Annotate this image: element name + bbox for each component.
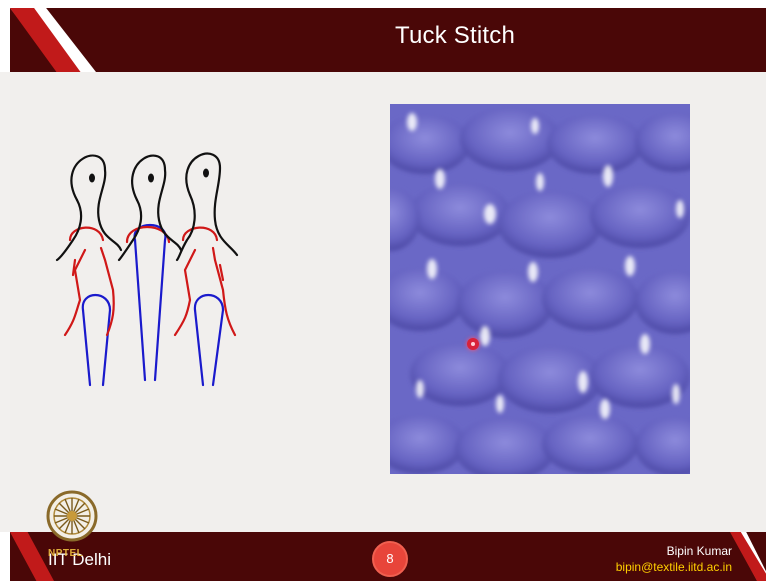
author-name: Bipin Kumar — [616, 543, 732, 559]
red-loop-row — [65, 227, 235, 335]
author-email: bipin@textile.iitd.ac.in — [616, 559, 732, 575]
footer-organization: NPTEL IIT Delhi — [48, 550, 111, 570]
laser-pointer-icon — [467, 338, 479, 350]
loop-dots — [89, 169, 209, 183]
knitted-fabric-image — [390, 104, 690, 474]
page-number-badge: 8 — [372, 541, 408, 577]
black-loop-row — [57, 154, 237, 260]
nptel-logo-text: NPTEL — [48, 548, 83, 559]
slide-title: Tuck Stitch — [280, 22, 630, 50]
tuck-stitch-diagram — [55, 140, 255, 390]
nptel-wheel-icon — [44, 488, 100, 544]
author-info: Bipin Kumar bipin@textile.iitd.ac.in — [616, 543, 732, 575]
blue-loop-row — [83, 225, 223, 385]
